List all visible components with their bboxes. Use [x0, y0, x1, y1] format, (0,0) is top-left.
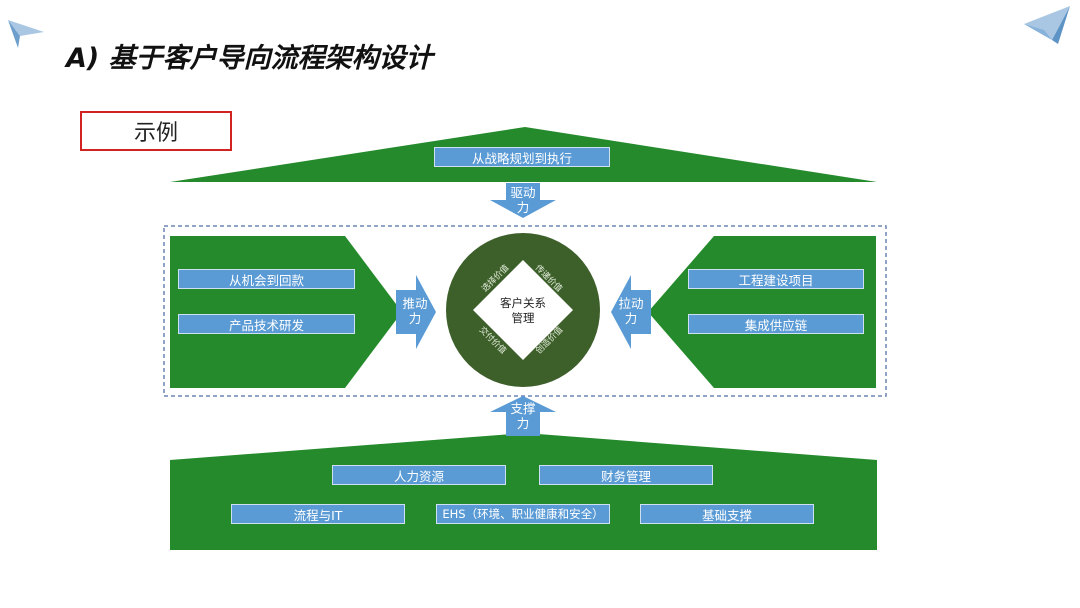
support-item-ehs: EHS（环境、职业健康和安全）: [436, 504, 610, 524]
support-item-finance: 财务管理: [539, 465, 713, 485]
right-item-engineering: 工程建设项目: [688, 269, 864, 289]
support-item-hr: 人力资源: [332, 465, 506, 485]
support-foundation: [170, 433, 877, 550]
support-item-process-it: 流程与IT: [231, 504, 405, 524]
example-label-box: 示例: [80, 111, 232, 151]
ring-value-create: 创造价值: [534, 325, 566, 357]
right-process-block: [648, 236, 876, 388]
right-item-supply-chain: 集成供应链: [688, 314, 864, 334]
ring-value-deliver: 传递价值: [532, 263, 564, 295]
push-arrow-label: 推动 力: [402, 296, 428, 326]
example-label: 示例: [133, 121, 178, 146]
left-process-block: [170, 236, 402, 388]
left-item-rnd: 产品技术研发: [178, 314, 355, 334]
support-item-infrastructure: 基础支撑: [640, 504, 814, 524]
customer-relation-label: 客户关系 管理: [500, 296, 546, 325]
pull-arrow-label: 拉动 力: [618, 296, 644, 326]
drive-arrow-label: 驱动 力: [510, 185, 536, 215]
left-item-opportunity: 从机会到回款: [178, 269, 355, 289]
ring-value-select: 选择价值: [480, 263, 512, 295]
support-arrow-label: 支撑 力: [510, 401, 536, 431]
strategy-label: 从战略规划到执行: [434, 147, 610, 167]
page-title: A) 基于客户导向流程架构设计: [66, 43, 433, 74]
paper-plane-icon: [8, 20, 44, 48]
ring-value-fulfill: 交付价值: [476, 325, 508, 357]
paper-plane-icon: [1024, 6, 1070, 44]
